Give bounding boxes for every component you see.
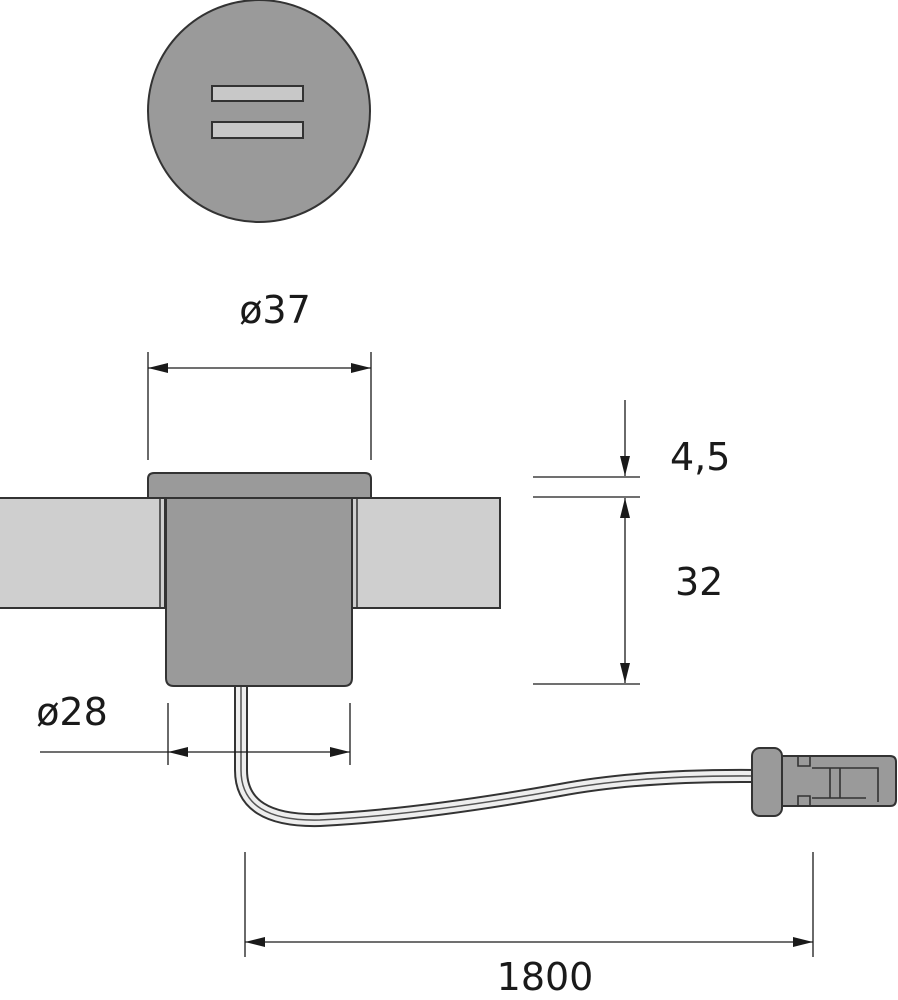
charger-flange [147,472,372,499]
cable-connector [751,747,897,817]
panel-left [0,497,166,609]
body-diameter-label: ø28 [36,690,108,734]
cable-length-label: 1800 [497,955,594,999]
top-view [147,0,371,223]
usb-port-slot-2 [211,121,304,139]
flange-height-label: 4,5 [670,435,730,479]
panel-right [351,497,501,609]
body-height-label: 32 [675,560,723,604]
cable [234,686,756,828]
flange-diameter-label: ø37 [239,288,311,332]
top-view-cover [147,0,371,223]
usb-port-slot-1 [211,85,304,102]
charger-body [165,497,353,687]
